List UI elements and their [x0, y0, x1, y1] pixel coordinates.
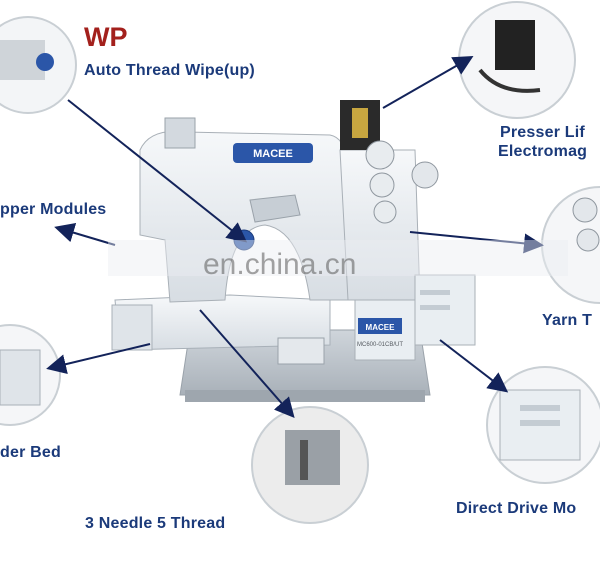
model-label: MC600-01CB/UT: [357, 342, 403, 348]
label-needle-thread: 3 Needle 5 Thread: [85, 515, 226, 532]
detail-circle-presser: [458, 1, 576, 119]
detail-circle-bed: [0, 324, 61, 426]
label-presser-line1: Presser Lif: [500, 124, 585, 141]
machine-head-right: MACEE MC600-01CB/UT: [339, 100, 476, 361]
label-direct-drive: Direct Drive Mo: [456, 500, 577, 517]
plate-brand: MACEE: [366, 323, 396, 332]
watermark-band: [108, 240, 568, 276]
watermark: en.china.cn: [203, 248, 357, 281]
detail-circle-needle: [251, 406, 369, 524]
wp-title: WP: [84, 22, 128, 52]
label-auto-thread-wipe: Auto Thread Wipe(up): [84, 62, 255, 79]
machine-body: MACEE: [139, 117, 351, 303]
detail-circle-drive: [486, 366, 600, 484]
cylinder-bed: [111, 294, 331, 365]
brand-badge: MACEE: [253, 148, 293, 160]
label-cylinder-bed: der Bed: [0, 444, 61, 461]
callout-arrows: [46, 56, 544, 419]
label-upper-modules: pper Modules: [0, 201, 107, 218]
detail-circle-wipe: [0, 16, 77, 114]
label-presser-line2: Electromag: [498, 143, 588, 160]
label-yarn: Yarn T: [542, 312, 593, 329]
detail-circle-yarn: [541, 186, 600, 304]
